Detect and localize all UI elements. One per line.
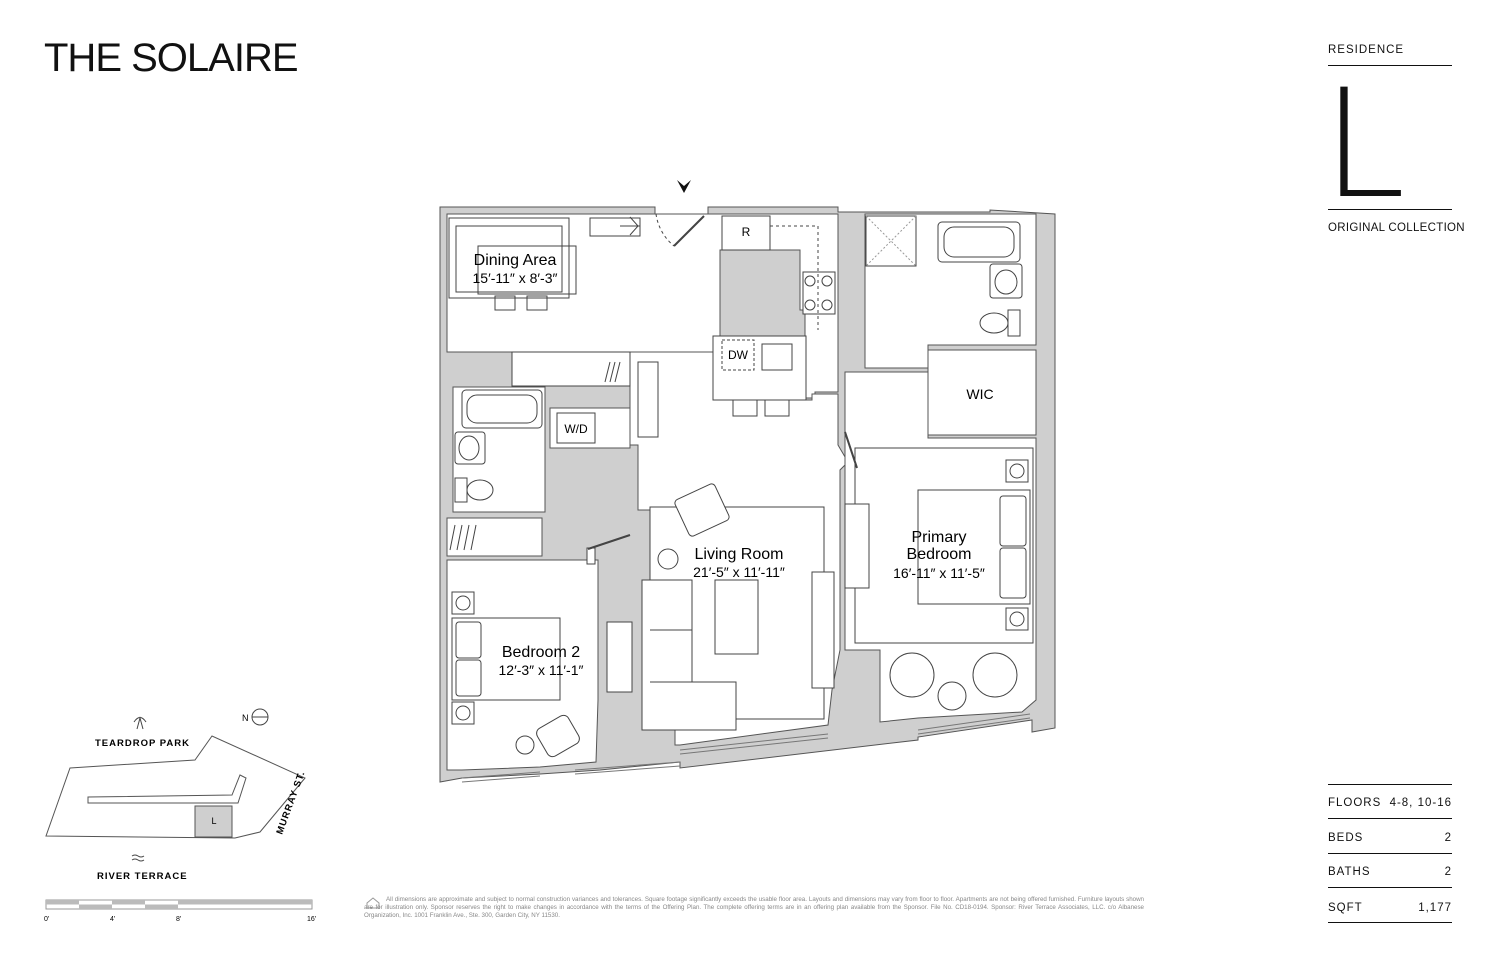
living-dims: 21′-5″ x 11′-11″: [693, 564, 785, 580]
refrigerator-label: R: [742, 225, 751, 239]
stat-sqft: SQFT 1,177: [1328, 902, 1452, 914]
washer-dryer-label: W/D: [564, 422, 588, 436]
dining-label: Dining Area: [474, 252, 557, 269]
collection-label: ORIGINAL COLLECTION: [1328, 222, 1465, 234]
brand-logo: THE SOLAIRE: [44, 36, 299, 80]
residence-letter: L: [1322, 58, 1406, 232]
scale-tick: 4': [110, 916, 115, 923]
stat-baths: BATHS 2: [1328, 866, 1452, 878]
scale-bar: 0' 4' 8' 16': [44, 899, 316, 923]
primary-bedroom-furniture: [844, 431, 1034, 711]
park-icon: [133, 716, 147, 730]
divider: [1328, 922, 1452, 923]
walk-in-closet: [927, 349, 1037, 436]
stat-label: BEDS: [1328, 832, 1364, 844]
stat-label: BATHS: [1328, 866, 1371, 878]
primary-dims: 16′-11″ x 11′-5″: [893, 565, 985, 581]
bedroom2-label: Bedroom 2: [502, 644, 580, 661]
residence-label: RESIDENCE: [1328, 44, 1405, 56]
windows: [461, 713, 1031, 783]
disclaimer: All dimensions are approximate and subje…: [364, 896, 1144, 919]
stat-value: 2: [1444, 866, 1452, 878]
scale-tick: 8': [176, 916, 181, 923]
sink: [761, 343, 793, 371]
stat-value: 4-8, 10-16: [1389, 797, 1452, 809]
dining-dims: 15′-11″ x 8′-3″: [473, 270, 558, 286]
equal-housing-icon: [366, 897, 380, 909]
entry-arrow-icon: [677, 180, 691, 193]
divider: [1328, 65, 1452, 66]
divider: [1328, 209, 1452, 210]
divider: [1328, 887, 1452, 888]
north-label: N: [242, 713, 249, 723]
water-icon: [131, 854, 145, 862]
terrace-label: RIVER TERRACE: [97, 871, 188, 882]
hall-closet: [511, 351, 659, 438]
bedroom2-closet: [446, 517, 543, 557]
stat-beds: BEDS 2: [1328, 832, 1452, 844]
bedroom2-furniture: [451, 547, 633, 758]
wic-label: WIC: [966, 386, 993, 402]
entry-door: [673, 215, 705, 247]
divider: [1328, 818, 1452, 819]
stat-label: FLOORS: [1328, 797, 1382, 809]
scale-tick: 16': [307, 916, 316, 923]
primary-label-1: Primary: [911, 529, 966, 546]
living-label: Living Room: [695, 546, 784, 563]
refrigerator: [721, 215, 771, 251]
bedroom2-dims: 12′-3″ x 11′-1″: [499, 662, 584, 678]
dishwasher: [721, 339, 755, 371]
divider: [1328, 784, 1452, 785]
divider: [1328, 853, 1452, 854]
kitchen: [712, 215, 836, 417]
keyplan: L N TEARDROP PARK RIVER TERRACE MURRAY S…: [45, 708, 308, 882]
dining-furniture: [448, 216, 641, 311]
second-bath-fixtures: [454, 389, 596, 503]
stat-value: 1,177: [1418, 902, 1452, 914]
primary-label-2: Bedroom: [907, 546, 972, 563]
dishwasher-label: DW: [728, 348, 749, 362]
primary-bath-fixtures: [865, 215, 1023, 337]
stat-label: SQFT: [1328, 902, 1363, 914]
living-furniture: [587, 483, 835, 731]
stat-value: 2: [1444, 832, 1452, 844]
stool: [732, 399, 758, 417]
keyplan-unit: L: [211, 816, 216, 826]
stat-floors: FLOORS 4-8, 10-16: [1328, 797, 1452, 809]
stool: [764, 399, 790, 417]
park-label: TEARDROP PARK: [95, 738, 190, 749]
entry-door-swing: [655, 213, 675, 247]
scale-tick: 0': [44, 916, 49, 923]
closet-hangers: [449, 524, 477, 551]
